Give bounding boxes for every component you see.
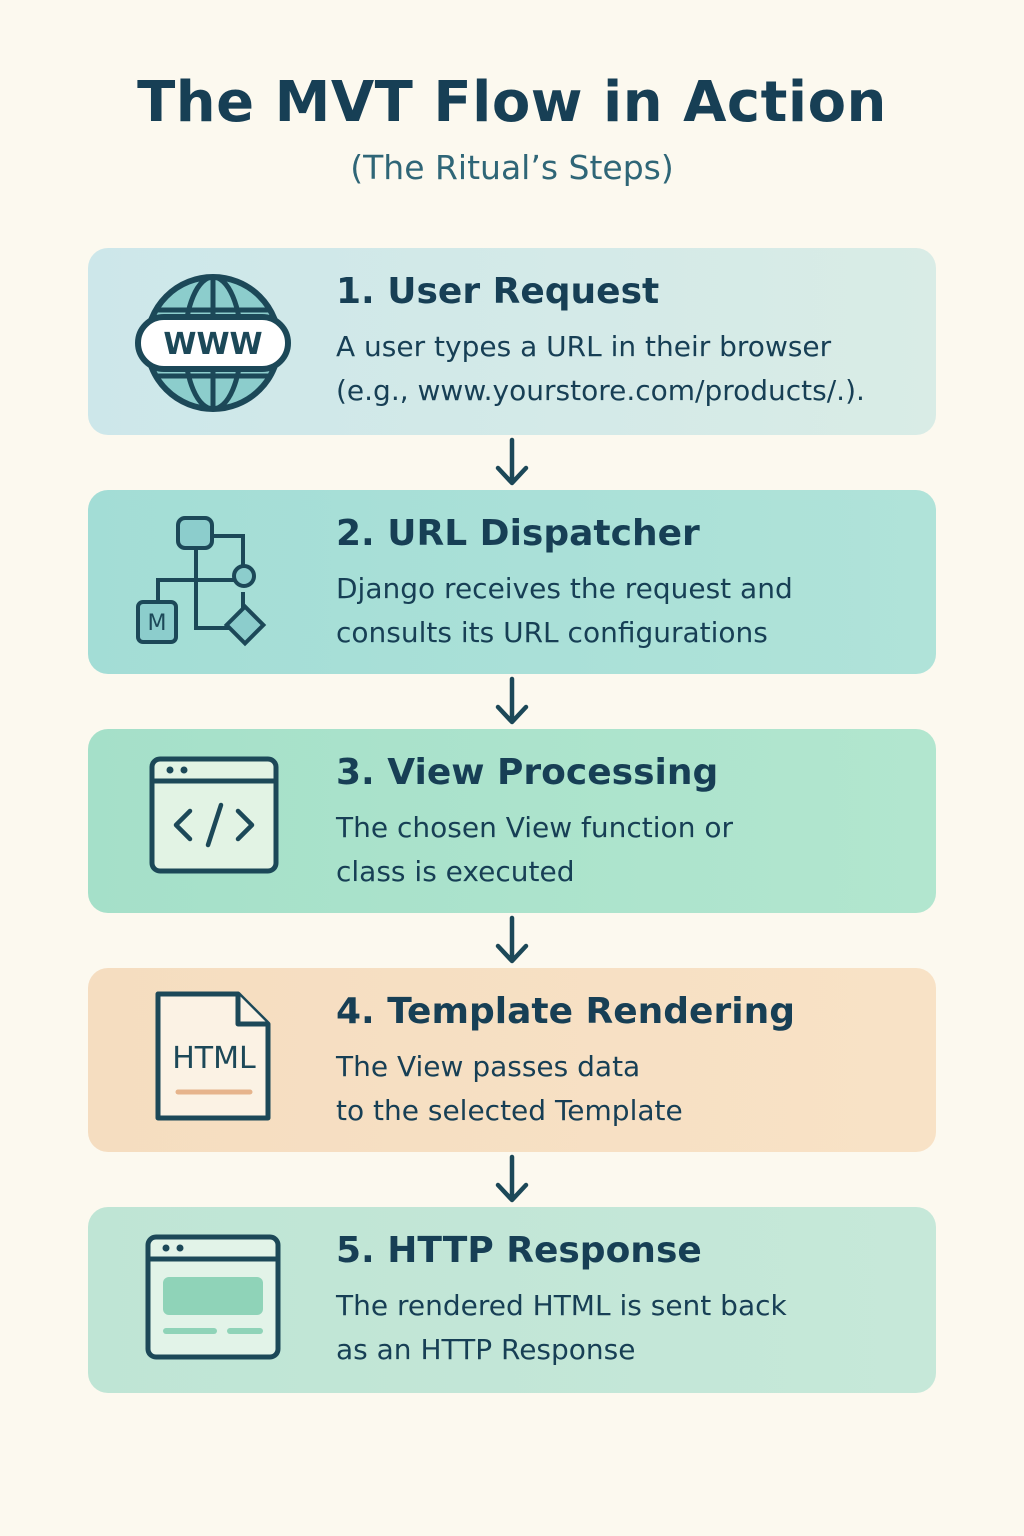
arrow-down-icon <box>492 914 532 966</box>
step-description: The View passes data to the selected Tem… <box>336 1045 906 1133</box>
step-description: A user types a URL in their browser (e.g… <box>336 325 906 413</box>
step-description: The rendered HTML is sent back as an HTT… <box>336 1284 906 1372</box>
globe-www-icon: WWW <box>128 268 298 418</box>
step-description-line: The rendered HTML is sent back <box>336 1289 787 1323</box>
arrow-down-icon <box>492 1153 532 1205</box>
step-template-rendering: HTML 4. Template Rendering The View pass… <box>88 968 936 1152</box>
step-description-line: The chosen View function or <box>336 811 733 845</box>
step-title: 4. Template Rendering <box>336 991 795 1032</box>
step-description-line: to the selected Template <box>336 1094 683 1128</box>
page-title: The MVT Flow in Action <box>137 70 887 135</box>
step-description: Django receives the request and consults… <box>336 567 906 655</box>
browser-page-icon <box>128 1223 298 1373</box>
step-description-line: (e.g., www.yourstore.com/products/.). <box>336 374 865 408</box>
step-description-line: The View passes data <box>336 1050 641 1084</box>
html-icon-label: HTML <box>172 1041 256 1076</box>
step-description-line: A user types a URL in their browser <box>336 330 832 364</box>
step-description-line: class is executed <box>336 855 575 889</box>
www-icon-label: WWW <box>163 327 262 362</box>
arrow-down-icon <box>492 675 532 727</box>
m-icon-label: M <box>148 611 167 636</box>
url-routing-diagram-icon: M <box>128 508 298 658</box>
step-http-response: 5. HTTP Response The rendered HTML is se… <box>88 1207 936 1393</box>
step-url-dispatcher: M 2. URL Dispatcher Django receives the … <box>88 490 936 674</box>
step-title: 1. User Request <box>336 271 660 312</box>
code-window-icon <box>128 745 298 895</box>
step-description-line: consults its URL configurations <box>336 616 768 650</box>
step-view-processing: 3. View Processing The chosen View funct… <box>88 729 936 913</box>
html-file-icon: HTML <box>128 986 298 1136</box>
arrow-down-icon <box>492 436 532 488</box>
step-description-line: Django receives the request and <box>336 572 793 606</box>
step-title: 3. View Processing <box>336 752 719 793</box>
step-title: 2. URL Dispatcher <box>336 513 700 554</box>
page-subtitle: (The Ritual’s Steps) <box>350 148 674 187</box>
step-description: The chosen View function or class is exe… <box>336 806 906 894</box>
step-title: 5. HTTP Response <box>336 1230 702 1271</box>
step-description-line: as an HTTP Response <box>336 1333 636 1367</box>
step-user-request: WWW 1. User Request A user types a URL i… <box>88 248 936 435</box>
